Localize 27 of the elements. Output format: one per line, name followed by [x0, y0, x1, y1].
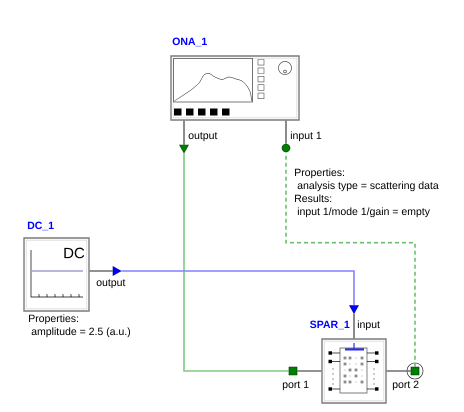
component-title: SPAR_1 [310, 320, 350, 330]
port-label: input 1 [290, 131, 322, 142]
port-square [288, 366, 298, 376]
stub-line [285, 120, 287, 144]
stub-line [90, 270, 113, 272]
component-title: ONA_1 [172, 38, 207, 46]
wire [183, 153, 289, 372]
property-text: Results: [295, 194, 332, 202]
component-title: DC_1 [28, 222, 54, 230]
property-text: Properties: [29, 314, 78, 324]
port-label: input [358, 320, 380, 330]
property-text: analysis type = scattering data [298, 181, 439, 192]
stub-line [297, 370, 322, 372]
port-label: output [96, 279, 126, 288]
source-box: DC [23, 237, 90, 312]
port-dot [282, 144, 290, 152]
port-label: port 2 [392, 380, 418, 390]
property-text: Properties: [295, 168, 344, 178]
stub-line [353, 314, 355, 338]
port-label: port 1 [282, 380, 309, 390]
wire [121, 270, 355, 306]
stub-line [183, 120, 185, 145]
port-square [410, 366, 420, 376]
property-text: input 1/mode 1/gain = empty [298, 207, 430, 218]
port-label: output [188, 132, 218, 142]
property-text: amplitude = 2.5 (a.u.) [32, 327, 130, 338]
stub-line [386, 370, 411, 372]
